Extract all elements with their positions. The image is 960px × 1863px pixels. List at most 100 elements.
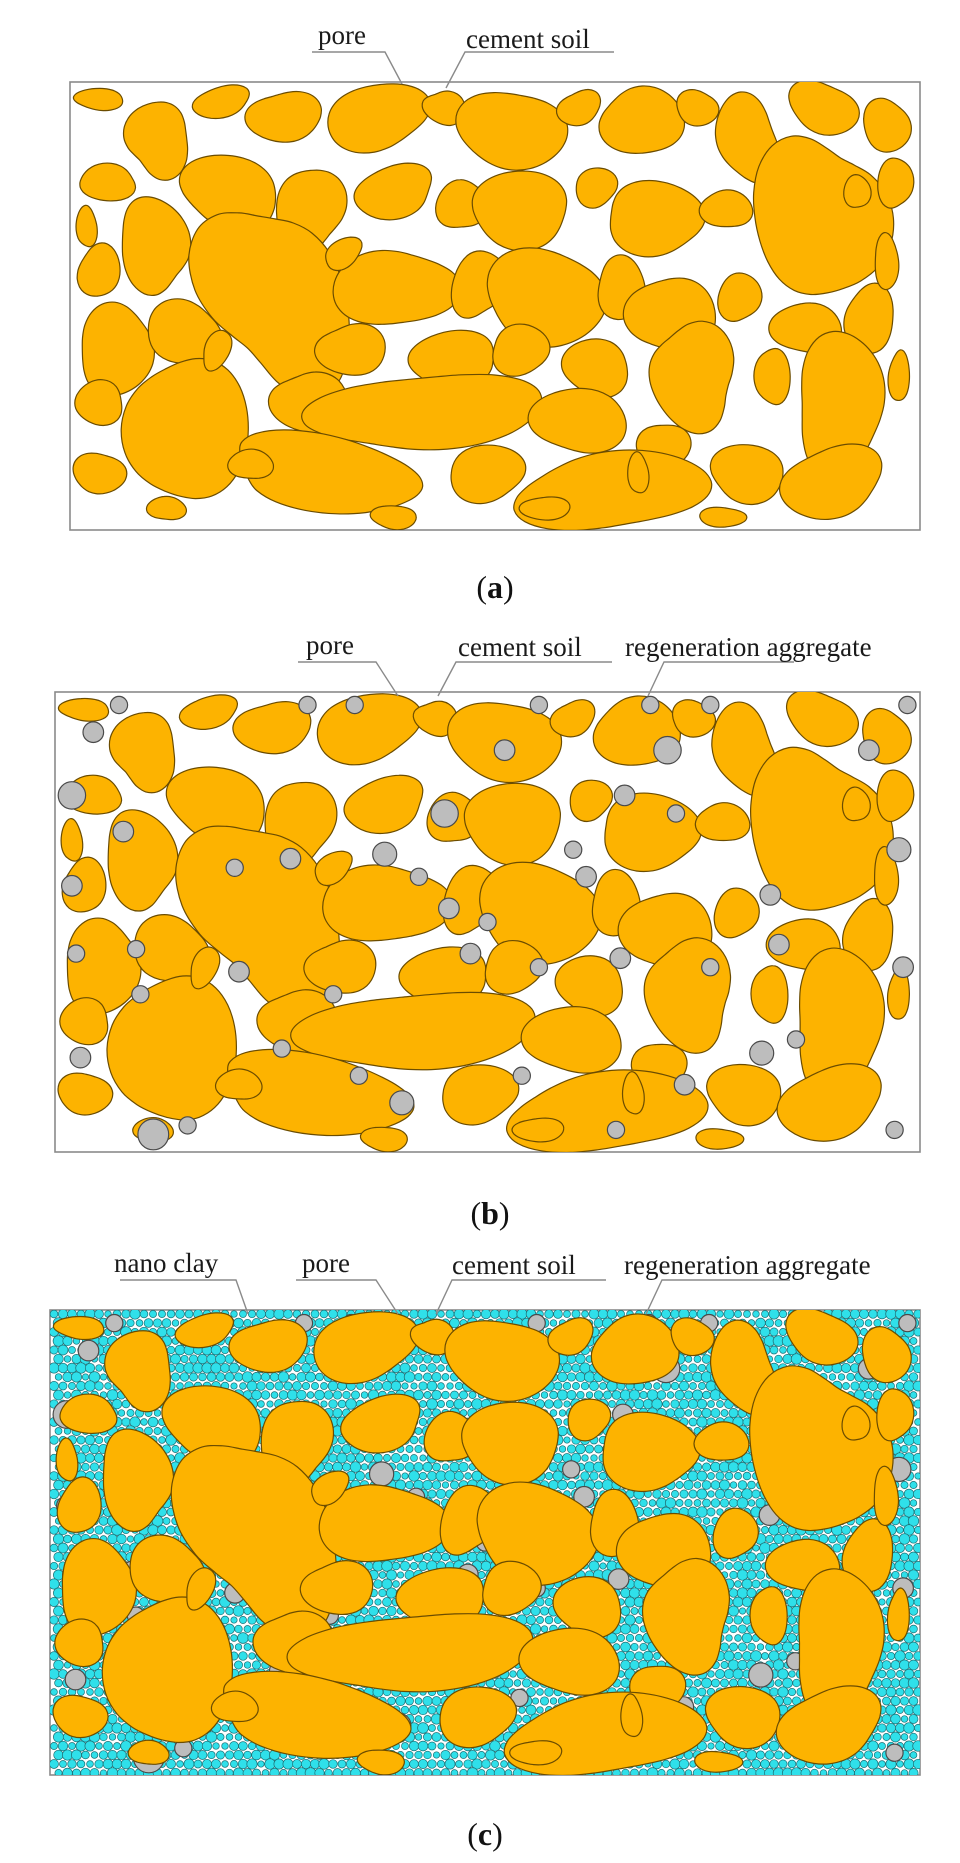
nano-clay-particle — [310, 1310, 320, 1319]
nano-clay-particle — [563, 1400, 571, 1408]
nano-clay-particle — [633, 1398, 645, 1410]
nano-clay-particle — [139, 1597, 149, 1607]
nano-clay-particle — [684, 1355, 693, 1363]
nano-clay-particle — [437, 1310, 445, 1318]
nano-clay-particle — [50, 1345, 59, 1355]
cement-soil-grain — [327, 83, 432, 154]
nano-clay-particle — [864, 1390, 873, 1400]
nano-clay-particle — [418, 1381, 428, 1391]
nano-clay-particle — [239, 1310, 247, 1318]
cement-soil-grain — [122, 101, 189, 181]
nano-clay-particle — [716, 1310, 724, 1318]
nano-clay-particle — [107, 1750, 118, 1760]
nano-clay-particle — [899, 1659, 910, 1671]
nano-clay-particle — [378, 1588, 387, 1598]
nano-clay-particle — [422, 1462, 433, 1472]
nano-clay-particle — [536, 1688, 544, 1696]
nano-clay-particle — [768, 1524, 780, 1536]
nano-clay-particle — [742, 1651, 752, 1661]
nano-clay-particle — [446, 1382, 454, 1390]
nano-clay-particle — [54, 1678, 63, 1688]
nano-clay-particle — [441, 1463, 450, 1471]
nano-clay-particle — [117, 1732, 126, 1742]
nano-clay-particle — [761, 1310, 769, 1318]
nano-clay-particle — [756, 1643, 765, 1651]
cement-soil-grain — [569, 779, 614, 823]
nano-clay-particle — [273, 1310, 285, 1320]
nano-clay-particle — [873, 1318, 882, 1328]
cement-soil-grain — [785, 692, 860, 748]
nano-clay-particle — [741, 1596, 753, 1608]
nano-clay-particle — [229, 1741, 239, 1751]
nano-clay-particle — [679, 1489, 689, 1499]
nano-clay-particle — [449, 1317, 460, 1329]
nano-clay-particle — [639, 1498, 648, 1508]
cement-soil-grain — [698, 189, 754, 228]
panel-a-pore-leader — [312, 51, 403, 85]
nano-clay-particle — [643, 1507, 653, 1517]
nano-clay-particle — [557, 1425, 568, 1437]
cement-soil-grain — [57, 697, 110, 722]
regeneration-aggregate-particle — [372, 841, 398, 867]
nano-clay-particle — [225, 1606, 234, 1616]
nano-clay-particle — [734, 1634, 742, 1642]
cement-soil-grain — [421, 90, 466, 127]
nano-clay-particle — [414, 1750, 423, 1760]
nano-clay-particle — [710, 1408, 721, 1418]
nano-clay-particle — [575, 1443, 586, 1455]
nano-clay-particle — [89, 1677, 100, 1689]
nano-clay-particle — [58, 1381, 68, 1391]
nano-clay-particle — [306, 1391, 315, 1399]
nano-clay-particle — [855, 1517, 864, 1525]
nano-clay-particle — [728, 1588, 739, 1598]
regeneration-aggregate-particle — [389, 1090, 415, 1116]
regeneration-aggregate-particle — [653, 735, 682, 765]
regeneration-aggregate-particle — [886, 837, 912, 863]
nano-clay-particle — [769, 1687, 779, 1697]
nano-clay-particle — [143, 1318, 154, 1328]
nano-clay-particle — [57, 1362, 69, 1374]
nano-clay-particle — [709, 1389, 722, 1401]
nano-clay-particle — [858, 1380, 870, 1392]
nano-clay-particle — [50, 1688, 58, 1696]
nano-clay-particle — [237, 1632, 249, 1644]
nano-clay-particle — [882, 1319, 891, 1327]
nano-clay-particle — [468, 1391, 477, 1399]
nano-clay-particle — [462, 1310, 474, 1320]
nano-clay-particle — [828, 1373, 837, 1381]
nano-clay-particle — [71, 1371, 82, 1383]
nano-clay-particle — [900, 1715, 909, 1723]
nano-clay-particle — [593, 1390, 604, 1400]
nano-clay-particle — [108, 1733, 117, 1741]
nano-clay-particle — [126, 1409, 135, 1417]
nano-clay-particle — [908, 1372, 919, 1382]
nano-clay-particle — [707, 1400, 715, 1408]
nano-clay-particle — [877, 1723, 887, 1733]
cement-soil-grain — [695, 1128, 745, 1150]
nano-clay-particle — [485, 1480, 496, 1490]
nano-clay-particle — [50, 1310, 59, 1319]
nano-clay-particle — [540, 1391, 549, 1399]
nano-clay-particle — [471, 1398, 483, 1410]
nano-clay-particle — [854, 1318, 865, 1328]
nano-clay-particle — [518, 1706, 526, 1714]
nano-clay-particle — [265, 1381, 275, 1391]
nano-clay-particle — [179, 1372, 190, 1382]
nano-clay-particle — [734, 1472, 742, 1480]
nano-clay-particle — [337, 1399, 347, 1409]
nano-clay-particle — [450, 1751, 459, 1759]
nano-clay-particle — [349, 1461, 362, 1473]
nano-clay-particle — [395, 1695, 406, 1707]
nano-clay-particle — [234, 1660, 243, 1670]
nano-clay-particle — [225, 1733, 234, 1741]
nano-clay-particle — [729, 1570, 738, 1580]
nano-clay-particle — [207, 1750, 216, 1760]
nano-clay-particle — [58, 1687, 68, 1697]
nano-clay-particle — [423, 1715, 432, 1723]
nano-clay-particle — [274, 1381, 284, 1391]
nano-clay-particle — [472, 1310, 482, 1319]
nano-clay-particle — [338, 1616, 346, 1624]
cement-soil-grain — [81, 301, 156, 397]
nano-clay-particle — [459, 1390, 468, 1400]
nano-clay-particle — [714, 1488, 726, 1500]
